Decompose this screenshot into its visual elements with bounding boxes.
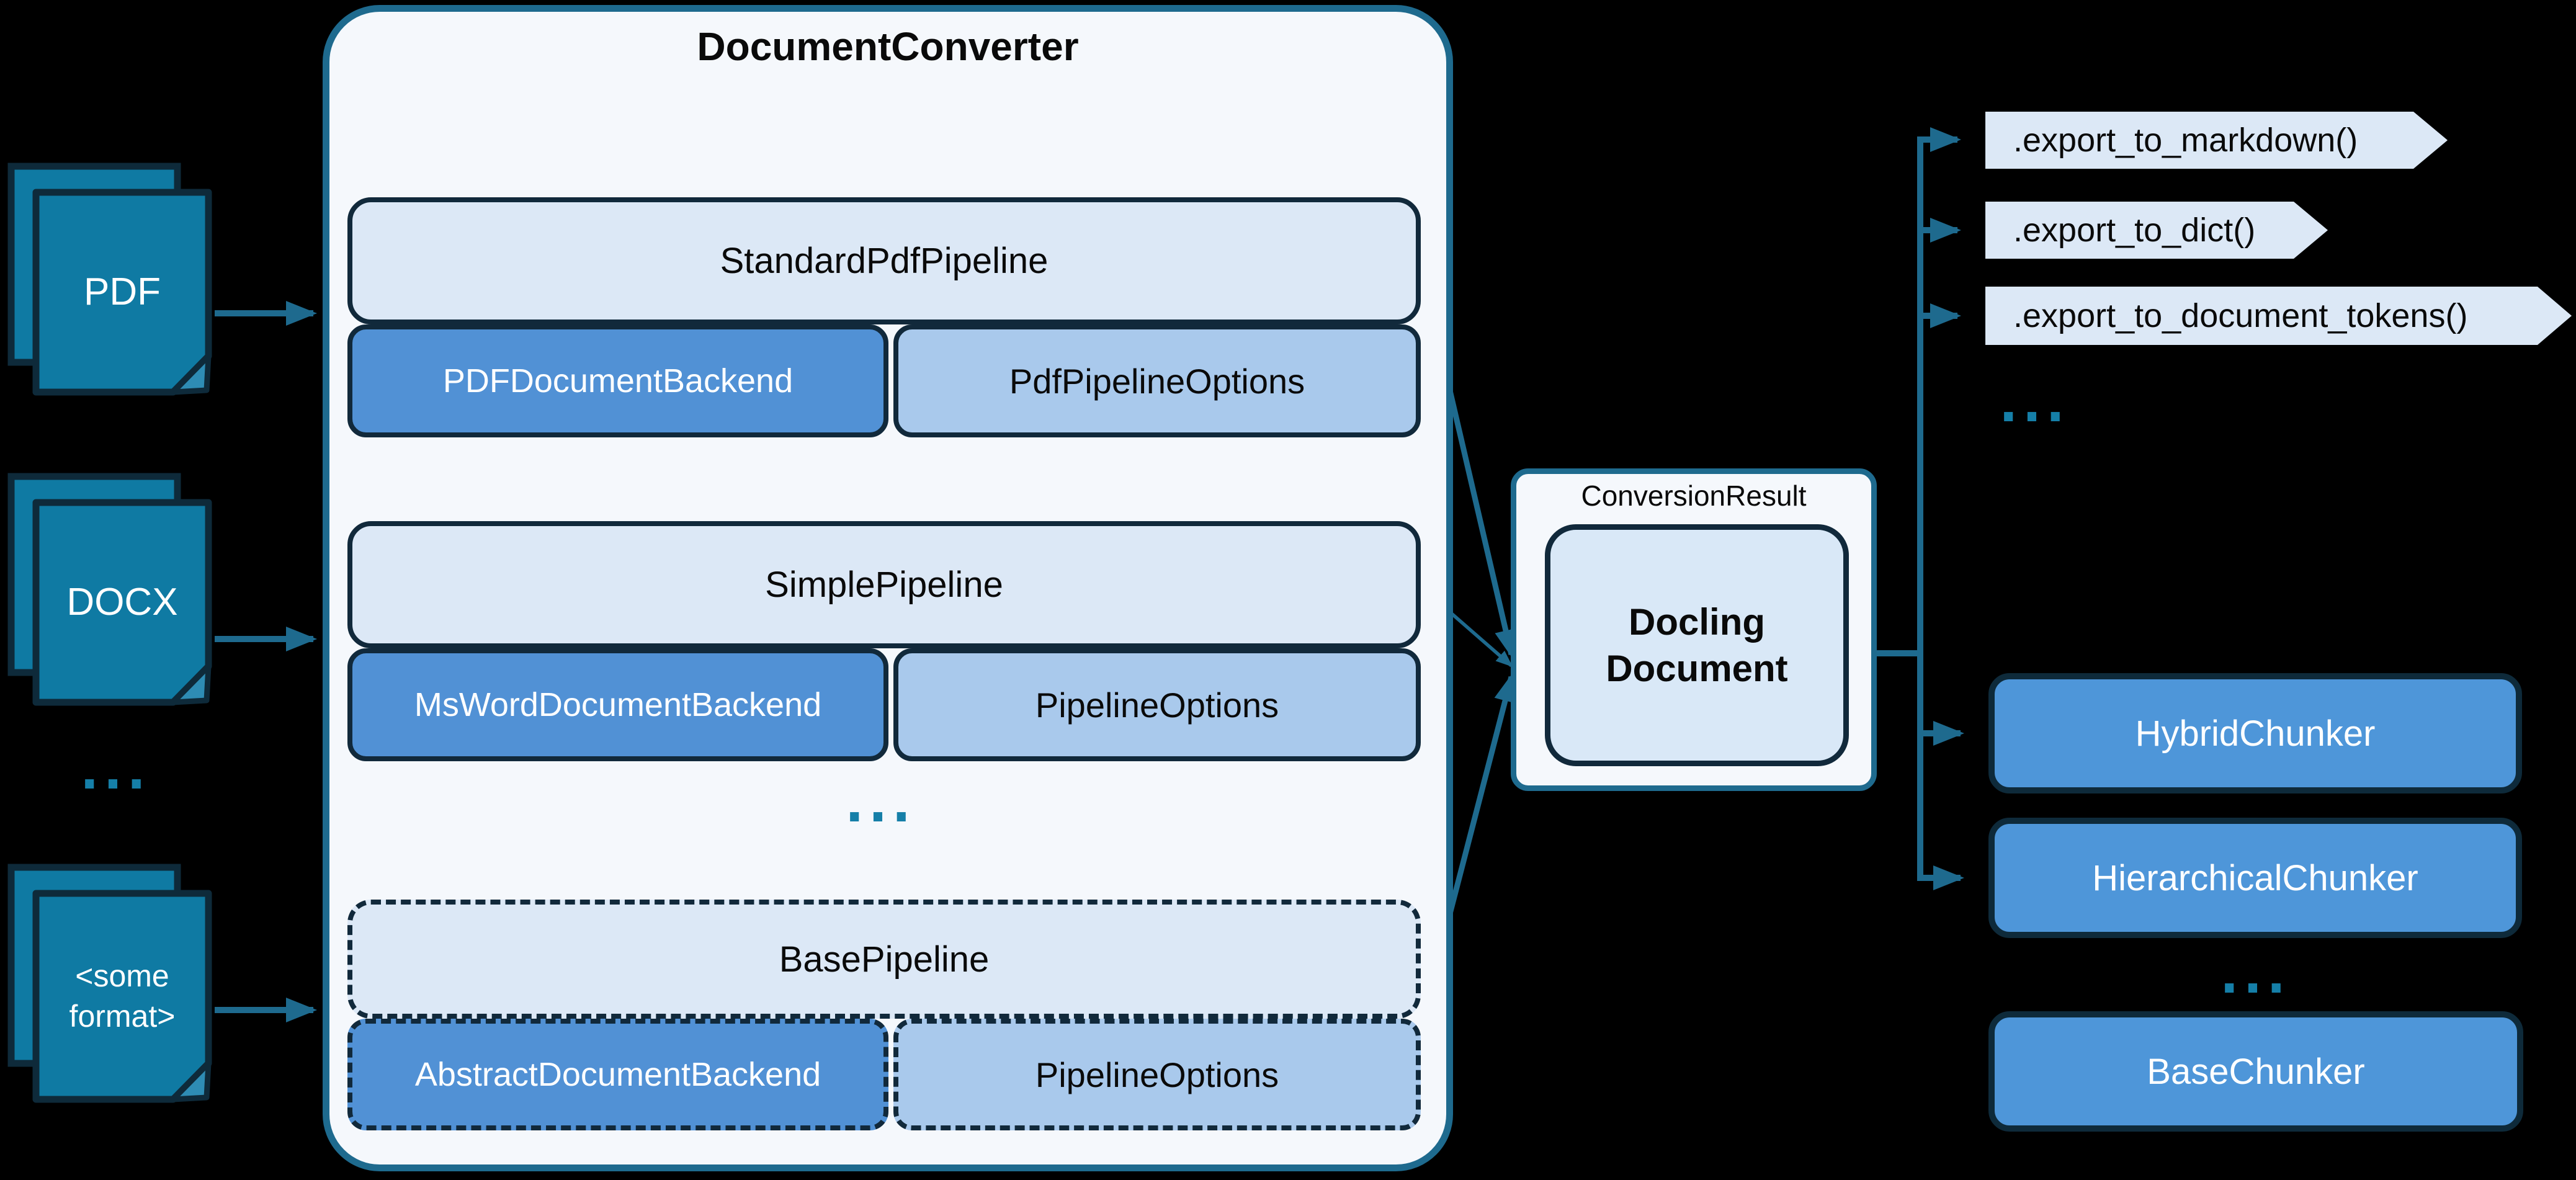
export-to-dict-chevron: .export_to_dict() [1985,202,2328,259]
some-format-line1: <some [75,959,169,993]
standard-pdf-pipeline-box: StandardPdfPipeline [347,197,1421,324]
pipeline-options-box: PipelineOptions [893,648,1421,761]
conversion-result-label: ConversionResult [1581,480,1807,512]
docx-document-label: DOCX [66,580,178,624]
hybrid-chunker-box: HybridChunker [1988,673,2522,793]
abstract-document-backend-box: AbstractDocumentBackend [347,1019,888,1130]
base-pipeline-box: BasePipeline [347,900,1421,1019]
hierarchical-chunker-box: HierarchicalChunker [1988,818,2522,938]
chunkers-ellipsis: ... [2220,937,2291,1006]
export-to-markdown-chevron: .export_to_markdown() [1985,112,2448,169]
base-pipeline-options-box: PipelineOptions [893,1019,1421,1130]
pdf-document-label: PDF [84,270,161,313]
msword-document-backend-box: MsWordDocumentBackend [347,648,888,761]
docling-document-line2: Document [1606,648,1788,689]
some-format-line2: format> [69,999,176,1034]
pipelines-ellipsis: ... [846,766,916,835]
base-chunker-box: BaseChunker [1988,1011,2523,1132]
document-converter-title: DocumentConverter [697,24,1079,69]
some-format-document-label: <some format> [36,893,208,1099]
export-to-document-tokens-chevron: .export_to_document_tokens() [1985,287,2572,345]
pdf-document-backend-box: PDFDocumentBackend [347,324,888,437]
pdf-pipeline-options-box: PdfPipelineOptions [893,324,1421,437]
export-methods-ellipsis: ... [2000,365,2070,435]
docling-document-line1: Docling [1629,601,1765,643]
input-formats-ellipsis: ... [81,733,151,802]
docling-document-box: Docling Document [1545,524,1849,766]
simple-pipeline-box: SimplePipeline [347,521,1421,648]
